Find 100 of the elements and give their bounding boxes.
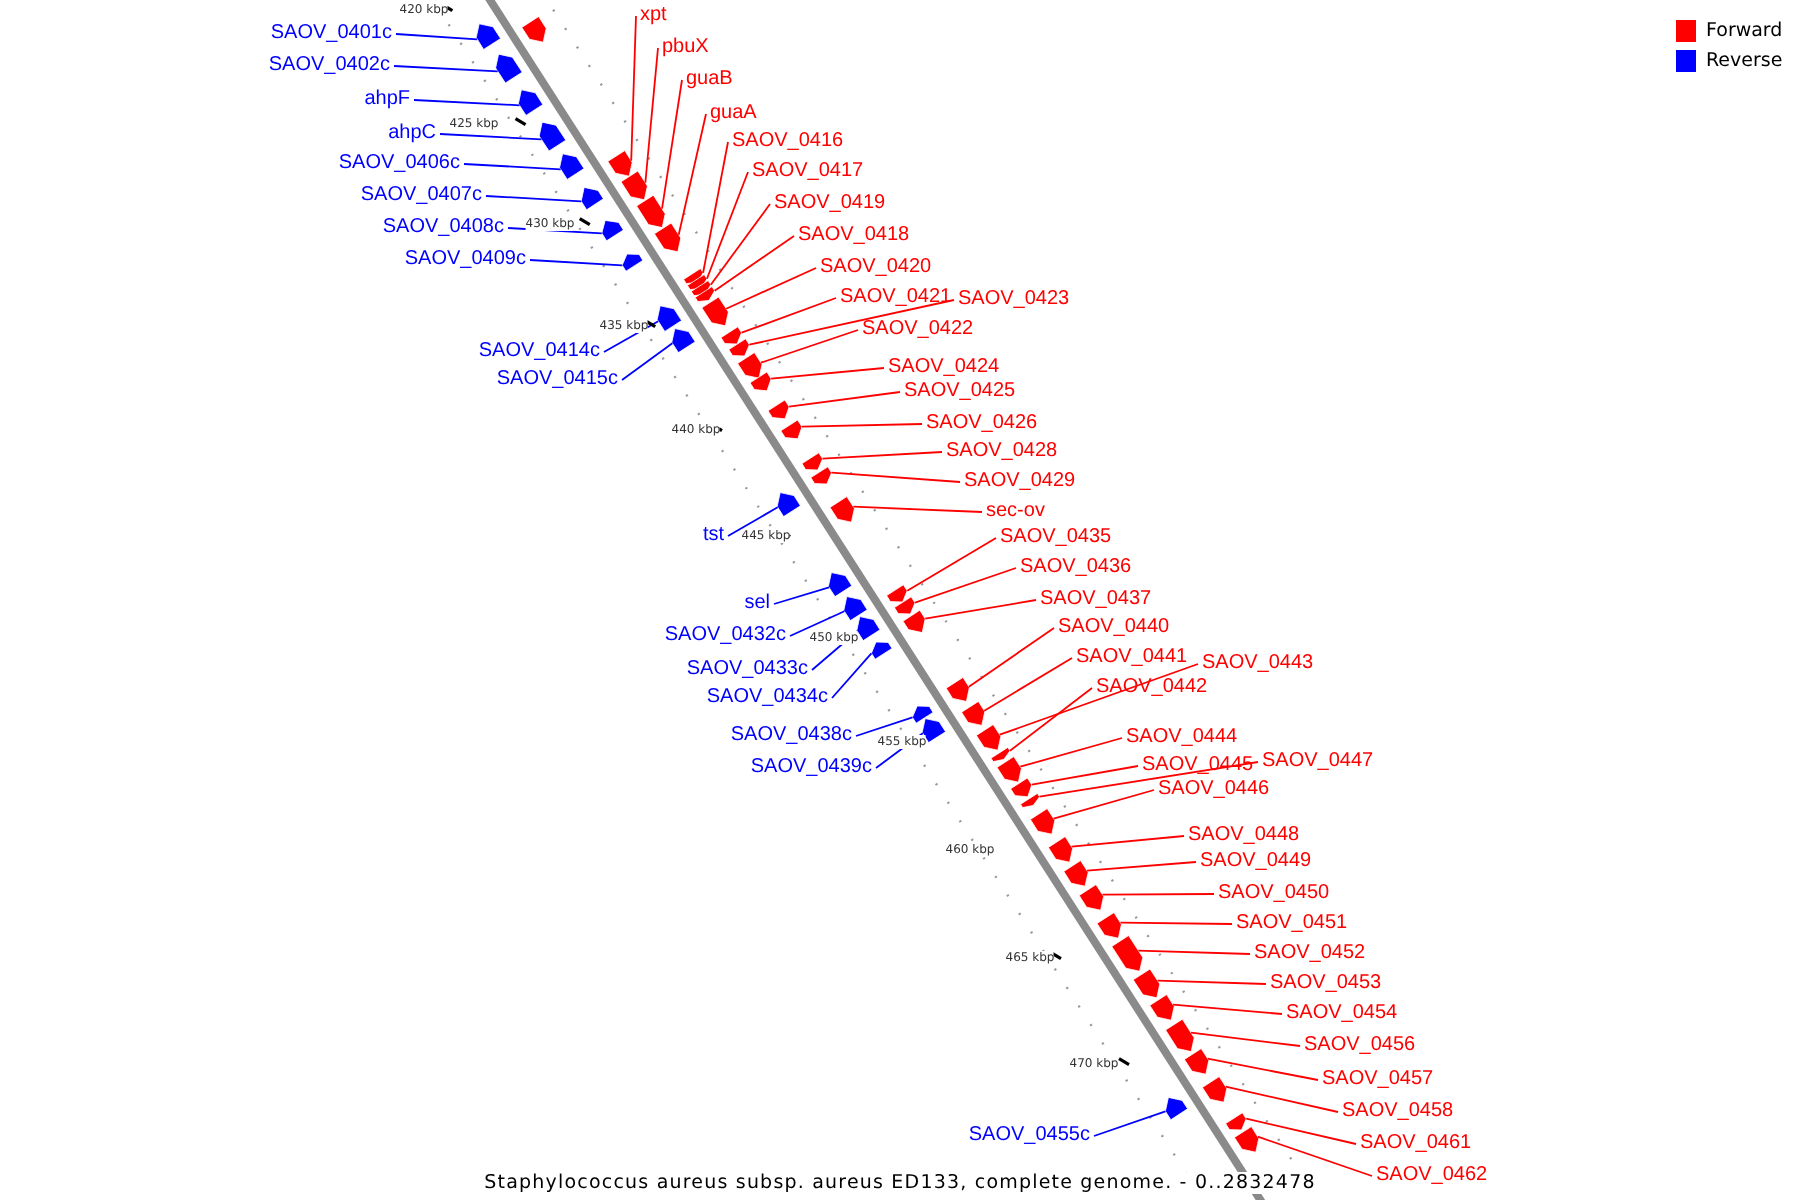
- gene-block: [1225, 1112, 1247, 1131]
- gene-block: [620, 170, 648, 201]
- gene-label: sec-ov: [986, 500, 1045, 524]
- gene-label: SAOV_0408c: [382, 216, 504, 240]
- gene-label: SAOV_0443: [1202, 652, 1314, 676]
- gene-block: [843, 596, 868, 621]
- leader-line: [393, 65, 499, 73]
- leader-line: [906, 537, 997, 592]
- gene-block: [671, 328, 696, 353]
- gene-label: SAOV_0432c: [664, 624, 786, 648]
- leader-line: [1052, 789, 1155, 820]
- leader-line: [1245, 1117, 1357, 1145]
- gene-label: SAOV_0425: [904, 380, 1016, 404]
- gene-label: guaA: [710, 102, 757, 126]
- gene-block: [902, 609, 926, 633]
- gene-block: [776, 492, 801, 517]
- leader-line: [740, 297, 837, 334]
- gene-block: [828, 572, 853, 597]
- gene-label: SAOV_0439c: [750, 756, 872, 780]
- legend-label: Forward: [1706, 20, 1783, 42]
- gene-label: SAOV_0438c: [730, 724, 852, 748]
- gene-label: sel: [744, 592, 770, 616]
- gene-block: [1048, 836, 1073, 863]
- leader-line: [463, 163, 562, 171]
- leader-line: [821, 451, 943, 460]
- leader-line: [1206, 1057, 1319, 1081]
- leader-line: [1172, 1003, 1283, 1015]
- leader-line: [852, 505, 983, 513]
- gene-label: SAOV_0406c: [338, 152, 460, 176]
- leader-line: [748, 299, 955, 346]
- gene-block: [1078, 884, 1104, 911]
- gene-block: [694, 286, 715, 302]
- gene-block: [1149, 994, 1175, 1021]
- gene-block: [1234, 1126, 1260, 1153]
- gene-block: [961, 701, 986, 726]
- leader-line: [1119, 921, 1233, 925]
- leader-line: [788, 391, 901, 408]
- gene-label: SAOV_0426: [926, 412, 1038, 436]
- leader-line: [1030, 765, 1139, 786]
- gene-label: SAOV_0421: [840, 286, 952, 310]
- gene-label: SAOV_0436: [1020, 556, 1132, 580]
- leader-line: [702, 141, 729, 274]
- gene-label: SAOV_0429: [964, 470, 1076, 494]
- gene-label: SAOV_0423: [958, 288, 1070, 312]
- gene-block: [495, 53, 523, 84]
- gene-block: [720, 326, 742, 345]
- leader-line: [1093, 1110, 1167, 1137]
- leader-line: [727, 506, 779, 537]
- gene-block: [1063, 860, 1089, 887]
- gene-label: xpt: [640, 4, 667, 28]
- leader-line: [709, 203, 771, 286]
- gene-block: [829, 496, 855, 523]
- leader-line: [1256, 1135, 1373, 1177]
- gene-label: SAOV_0450: [1218, 882, 1330, 906]
- gene-label: SAOV_0424: [888, 356, 1000, 380]
- gene-block: [601, 220, 624, 242]
- gene-label: SAOV_0441: [1076, 646, 1188, 670]
- leader-line: [983, 657, 1073, 712]
- gene-block: [1132, 968, 1161, 999]
- leader-line: [630, 15, 637, 162]
- gene-label: guaB: [686, 68, 733, 92]
- gene-block: [621, 253, 644, 272]
- leader-line: [621, 342, 674, 381]
- gene-label: SAOV_0419: [774, 192, 886, 216]
- gene-block: [1111, 935, 1144, 972]
- leader-line: [439, 133, 543, 141]
- gene-label: SAOV_0451: [1236, 912, 1348, 936]
- legend-label: Reverse: [1706, 50, 1783, 72]
- gene-block: [1030, 808, 1056, 835]
- gene-label: SAOV_0446: [1158, 778, 1270, 802]
- gene-label: SAOV_0447: [1262, 750, 1374, 774]
- leader-line: [1101, 893, 1215, 896]
- leader-line: [760, 329, 859, 364]
- leader-line: [830, 471, 961, 483]
- leader-line: [801, 423, 923, 428]
- leader-line: [1224, 1085, 1339, 1113]
- gene-label: pbuX: [662, 36, 709, 60]
- gene-label: SAOV_0422: [862, 318, 974, 342]
- gene-label: SAOV_0434c: [706, 686, 828, 710]
- leader-line: [1086, 861, 1197, 872]
- gene-label: SAOV_0448: [1188, 824, 1300, 848]
- gene-label: SAOV_0444: [1126, 726, 1238, 750]
- gene-label: SAOV_0409c: [404, 248, 526, 272]
- gene-block: [1020, 793, 1040, 808]
- gene-block: [810, 466, 832, 485]
- gene-label: SAOV_0418: [798, 224, 910, 248]
- gene-block: [886, 584, 908, 603]
- gene-block: [559, 153, 585, 180]
- leader-line: [661, 79, 683, 210]
- leader-line: [998, 663, 1199, 736]
- gene-block: [976, 724, 1002, 751]
- gene-label: SAOV_0458: [1342, 1100, 1454, 1124]
- gene-block: [607, 150, 633, 177]
- gene-label: SAOV_0462: [1376, 1164, 1488, 1188]
- leader-line: [725, 267, 817, 310]
- gene-label: SAOV_0452: [1254, 942, 1366, 966]
- gene-block: [538, 121, 567, 152]
- leader-line: [1019, 737, 1123, 768]
- leader-line: [706, 171, 749, 280]
- gene-block: [801, 452, 823, 471]
